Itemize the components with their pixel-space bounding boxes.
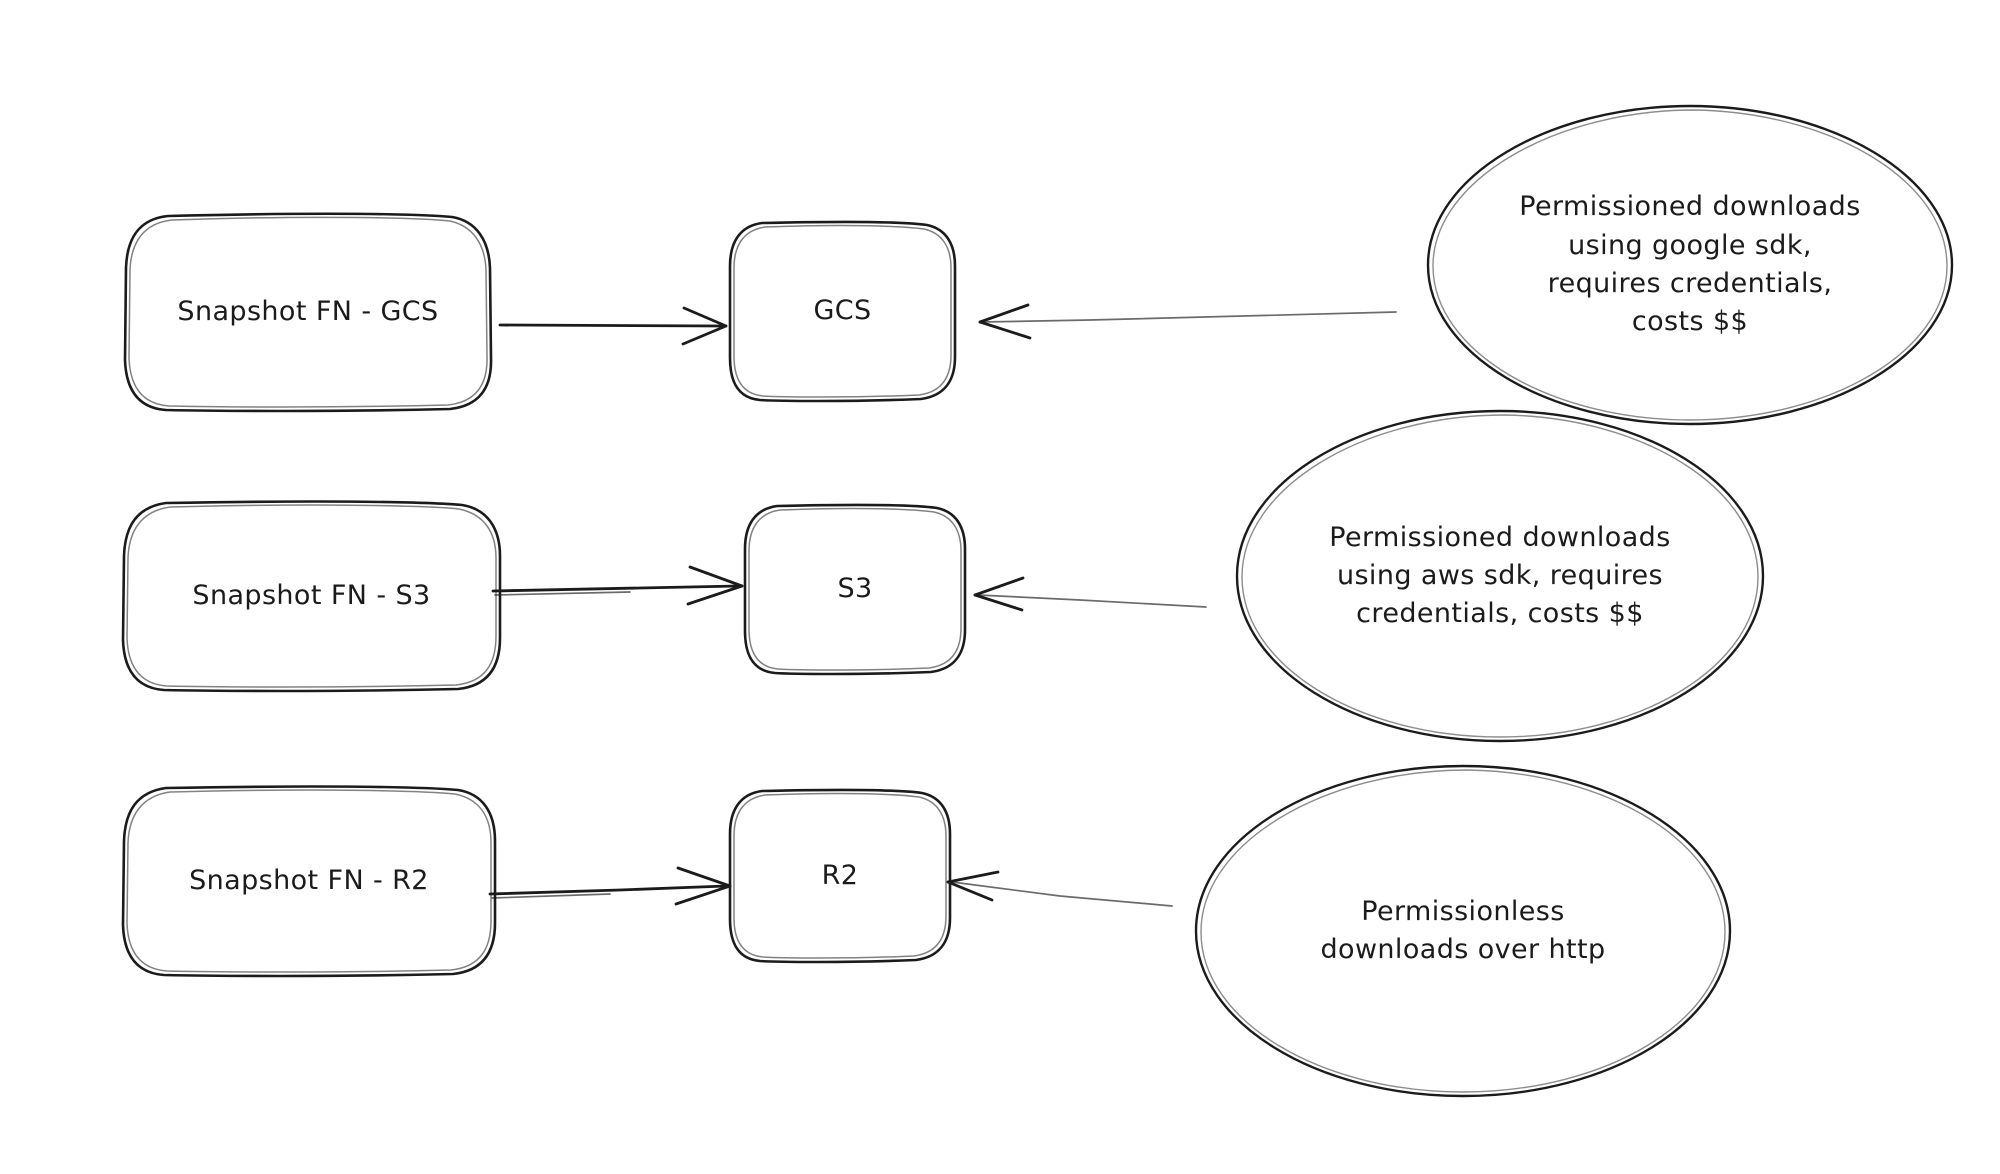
node-shape-snapshot-fn-gcs xyxy=(123,212,493,413)
arrow-snapshot-fn-r2-to-r2 xyxy=(488,866,732,906)
arrow-note-gcs-to-gcs xyxy=(978,303,1397,340)
arrow-snapshot-fn-s3-to-s3 xyxy=(491,565,744,606)
node-shape-gcs xyxy=(728,220,957,403)
node-shape-snapshot-fn-r2 xyxy=(121,785,497,978)
node-shape-s3 xyxy=(743,503,967,676)
note-shape-r2 xyxy=(1194,764,1732,1098)
node-shape-r2 xyxy=(728,788,952,964)
note-shape-gcs xyxy=(1426,104,1954,426)
arrow-note-s3-to-s3 xyxy=(973,576,1207,612)
note-shape-s3 xyxy=(1235,409,1765,743)
arrow-note-r2-to-r2 xyxy=(946,870,1173,907)
arrow-snapshot-fn-gcs-to-gcs xyxy=(498,306,728,346)
node-shape-snapshot-fn-s3 xyxy=(121,500,502,693)
